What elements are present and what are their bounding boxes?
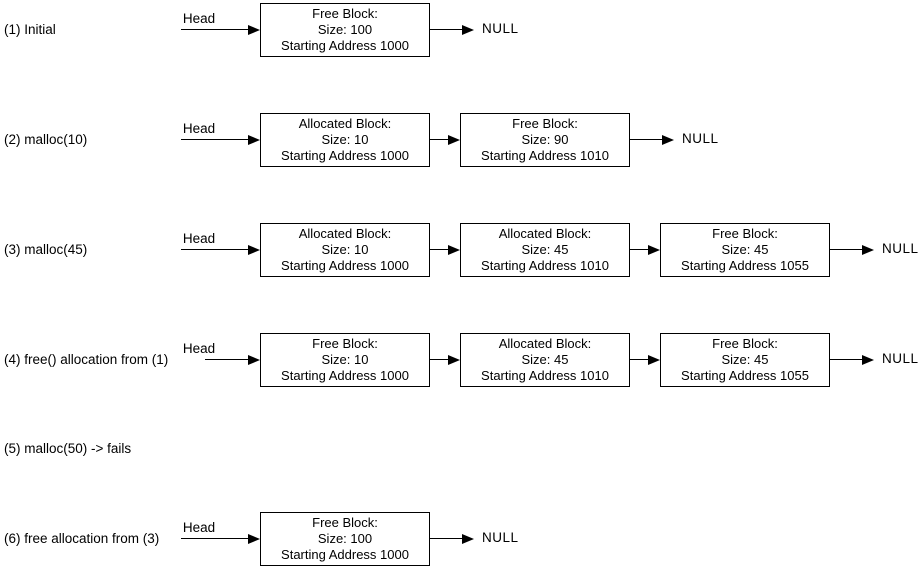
block-text-line: Size: 100 [317,531,373,546]
null-label: NULL [482,21,519,36]
block-text-line: Starting Address 1000 [281,368,409,383]
null-arrow-line [430,29,462,30]
next-arrow-line [630,359,648,360]
block-text-line: Free Block: [512,116,578,131]
block-text-line: Allocated Block: [498,226,592,241]
null-arrow-line [830,359,862,360]
null-label: NULL [882,241,919,256]
block-text-line: Free Block: [712,226,778,241]
null-label: NULL [882,351,919,366]
block-text-line: Size: 10 [321,132,369,147]
arrow-head-icon [462,534,474,544]
arrow-head-icon [248,534,260,544]
head-label: Head [182,341,216,356]
block-text-line: Starting Address 1055 [681,258,809,273]
block-text-line: Size: 10 [321,242,369,257]
null-arrow-line [430,538,462,539]
arrow-head-icon [448,245,460,255]
next-arrow-line [430,359,448,360]
block-text-line: Size: 45 [521,352,569,367]
row-label: (1) Initial [4,22,56,37]
block-text-line: Size: 10 [321,352,369,367]
arrow-head-icon [448,135,460,145]
next-arrow-line [630,249,648,250]
arrow-head-icon [862,245,874,255]
block-text-line: Size: 100 [317,22,373,37]
block-text-line: Starting Address 1000 [281,258,409,273]
block-text-line: Free Block: [312,336,378,351]
null-label: NULL [682,131,719,146]
head-arrow-line [181,29,248,30]
block-text-line: Free Block: [312,515,378,530]
block-text-line: Free Block: [712,336,778,351]
block-text-line: Allocated Block: [298,116,392,131]
row-label: (2) malloc(10) [4,132,88,147]
block-text-line: Size: 45 [721,352,769,367]
row-label: (6) free allocation from (3) [4,531,160,546]
head-label: Head [182,520,216,535]
row-label: (5) malloc(50) -> fails [4,441,132,456]
row-label: (4) free() allocation from (1) [4,352,169,367]
head-arrow-line [181,538,248,539]
arrow-head-icon [248,245,260,255]
block-text-line: Starting Address 1000 [281,547,409,562]
next-arrow-line [430,249,448,250]
arrow-head-icon [648,245,660,255]
head-arrow-line [205,359,248,360]
arrow-head-icon [462,25,474,35]
block-text-line: Starting Address 1010 [481,258,609,273]
next-arrow-line [430,139,448,140]
arrow-head-icon [862,355,874,365]
arrow-head-icon [248,25,260,35]
block-text-line: Starting Address 1000 [281,148,409,163]
row-label: (3) malloc(45) [4,242,88,257]
null-label: NULL [482,530,519,545]
head-label: Head [182,231,216,246]
arrow-head-icon [662,135,674,145]
arrow-head-icon [248,355,260,365]
block-text-line: Size: 90 [521,132,569,147]
block-text-line: Size: 45 [521,242,569,257]
block-text-line: Starting Address 1010 [481,148,609,163]
block-text-line: Allocated Block: [298,226,392,241]
null-arrow-line [830,249,862,250]
arrow-head-icon [248,135,260,145]
head-arrow-line [181,249,248,250]
block-text-line: Size: 45 [721,242,769,257]
head-arrow-line [181,139,248,140]
block-text-line: Starting Address 1055 [681,368,809,383]
arrow-head-icon [648,355,660,365]
null-arrow-line [630,139,662,140]
block-text-line: Allocated Block: [498,336,592,351]
head-label: Head [182,121,216,136]
block-text-line: Starting Address 1010 [481,368,609,383]
block-text-line: Free Block: [312,6,378,21]
head-label: Head [182,11,216,26]
arrow-head-icon [448,355,460,365]
block-text-line: Starting Address 1000 [281,38,409,53]
